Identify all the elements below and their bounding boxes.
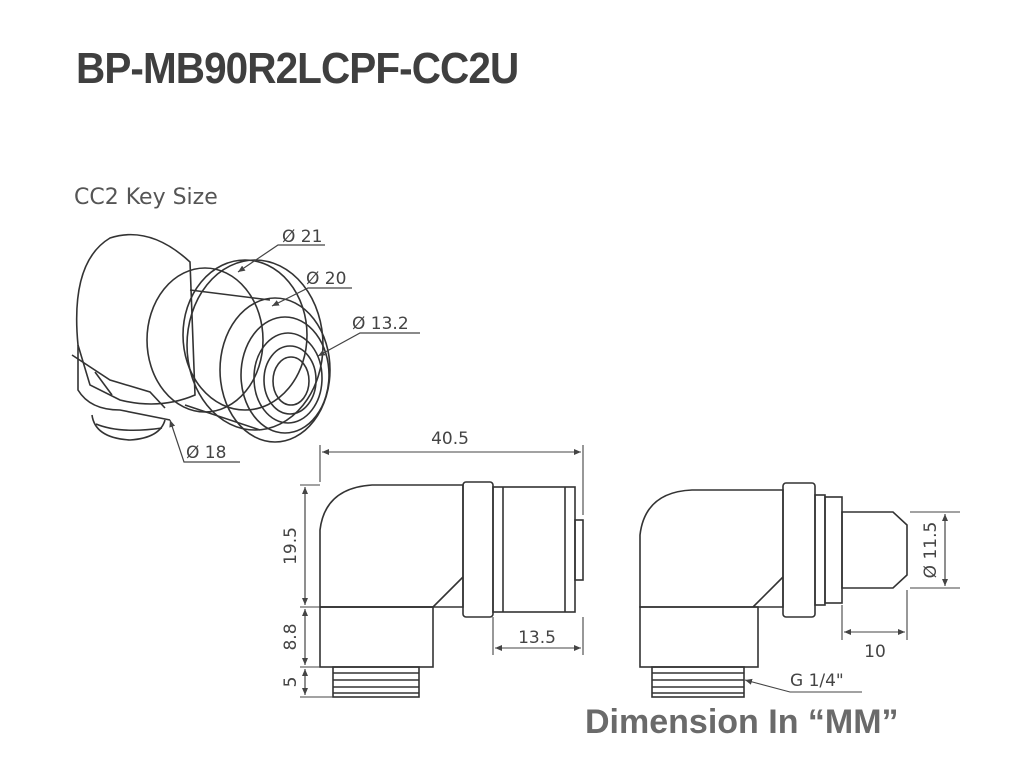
side-view-fitting [319,481,584,698]
dim-label-21: Ø 21 [282,227,322,247]
dim-label-18: Ø 18 [186,443,226,463]
dim-upper-height: 19.5 [281,527,301,565]
dim-thread-height: 5 [281,677,301,688]
product-title: BP-MB90R2LCPF-CC2U [76,44,519,93]
dim-label-20: Ø 20 [306,269,346,289]
dim-inner-diameter: Ø 11.5 [921,522,941,579]
side-view-dimensions [300,445,584,698]
units-note: Dimension In “MM” [585,703,899,741]
isometric-fitting [71,233,331,443]
iso-view-caption: CC2 Key Size [74,185,218,210]
rear-view-fitting [639,482,908,698]
dim-overall-length: 40.5 [431,429,469,449]
dim-barb-length: 10 [864,642,886,662]
iso-leaders [169,244,420,463]
dim-collar-length: 13.5 [518,628,556,648]
dim-label-13-2: Ø 13.2 [352,314,409,334]
thread-spec-label: G 1/4" [790,671,844,691]
rear-view-dimensions [744,511,960,693]
dim-mid-height: 8.8 [281,623,301,650]
